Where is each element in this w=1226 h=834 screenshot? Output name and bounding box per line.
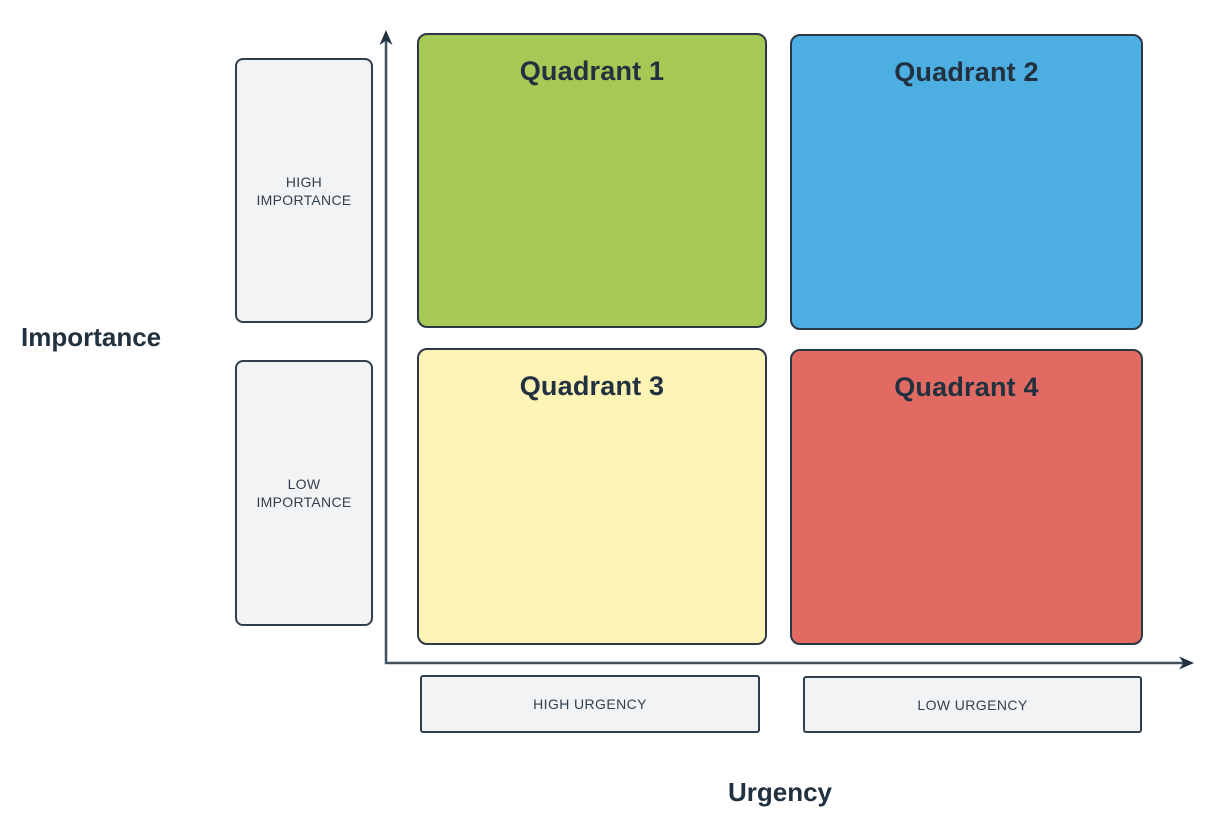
quadrant-3: Quadrant 3 (417, 348, 767, 645)
quadrant-2-label: Quadrant 2 (894, 57, 1039, 87)
y-axis-title: Importance (21, 322, 162, 352)
quadrant-1: Quadrant 1 (417, 33, 767, 328)
x-axis-arrow-icon (1179, 656, 1194, 670)
y-category-low-importance: LOW IMPORTANCE (235, 360, 373, 626)
quadrant-1-label: Quadrant 1 (519, 56, 665, 86)
x-category-high-urgency: HIGH URGENCY (420, 675, 760, 733)
quadrant-4-label: Quadrant 4 (894, 372, 1039, 402)
x-category-low-urgency-label: LOW URGENCY (917, 696, 1028, 713)
quadrant-2: Quadrant 2 (790, 34, 1143, 330)
y-category-high-importance-label: HIGH IMPORTANCE (256, 173, 352, 208)
y-axis-arrow-icon (379, 30, 393, 45)
x-category-high-urgency-label: HIGH URGENCY (533, 696, 647, 712)
quadrant-4: Quadrant 4 (790, 349, 1143, 645)
y-category-low-importance-label: LOW IMPORTANCE (256, 476, 352, 510)
x-axis-title: Urgency (727, 777, 833, 807)
quadrant-3-label: Quadrant 3 (519, 371, 665, 401)
x-category-low-urgency: LOW URGENCY (803, 676, 1142, 733)
y-category-high-importance: HIGH IMPORTANCE (235, 58, 373, 323)
